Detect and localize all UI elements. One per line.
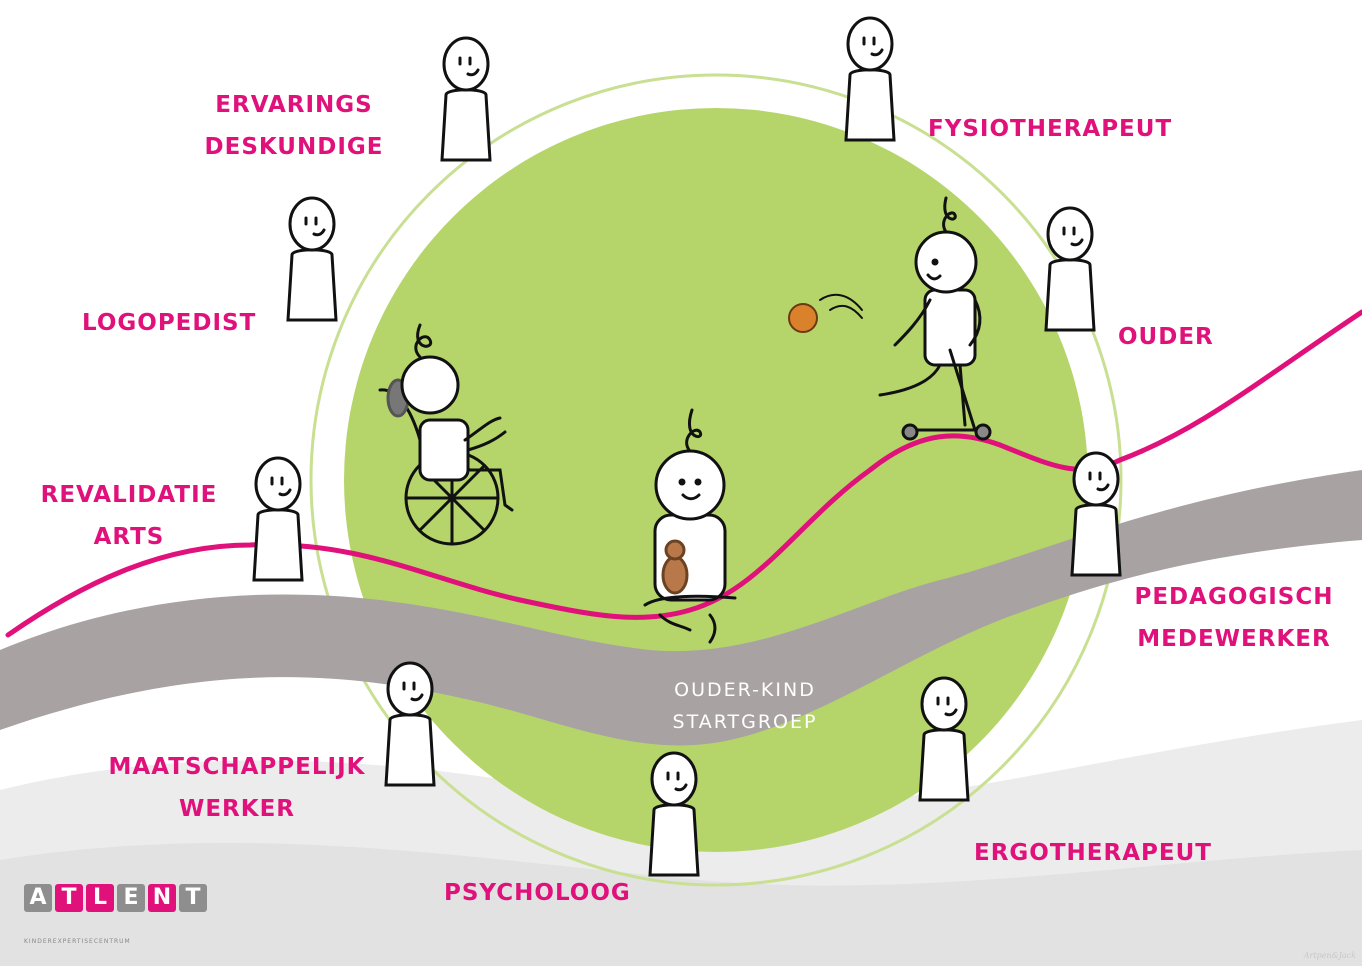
child-scooter-figure — [819, 196, 992, 441]
figure-psycholoog — [648, 751, 700, 877]
logo-letter: N — [148, 884, 176, 912]
life-line — [5, 309, 1362, 638]
label-revalidatiearts: REVALIDATIE ARTS — [40, 482, 218, 550]
child-wheelchair-figure — [378, 323, 514, 546]
figure-ouder — [1044, 206, 1096, 332]
label-ergotherapeut: ERGOTHERAPEUT — [974, 840, 1212, 866]
logo-letter: E — [117, 884, 145, 912]
figure-pedagogisch-medewerker — [1070, 451, 1122, 577]
figure-maatschappelijk-werker — [384, 661, 436, 787]
label-pedagogisch-medewerker: PEDAGOGISCH MEDEWERKER — [1134, 584, 1334, 652]
label-psycholoog: PSYCHOLOOG — [444, 880, 631, 906]
logo-letter: A — [24, 884, 52, 912]
professional-figures — [252, 16, 1122, 877]
startgroep-label: OUDER-KIND STARTGROEP — [672, 679, 818, 733]
figure-ervaringsdeskundige — [440, 36, 492, 162]
figure-ergotherapeut — [918, 676, 970, 802]
road — [0, 470, 1362, 746]
figure-revalidatiearts — [252, 456, 304, 582]
label-ouder: OUDER — [1118, 324, 1214, 350]
logo-subtitle: KINDEREXPERTISECENTRUM — [24, 938, 131, 945]
figure-logopedist — [286, 196, 338, 322]
ground-grey — [0, 842, 1362, 966]
ball-icon — [788, 303, 818, 333]
label-fysiotherapeut: FYSIOTHERAPEUT — [928, 116, 1173, 142]
label-logopedist: LOGOPEDIST — [82, 310, 257, 336]
logo-letter: T — [55, 884, 83, 912]
artist-credit: Artpen&Jack — [1303, 951, 1356, 960]
child-teddy-figure — [643, 408, 737, 644]
logo-letter: T — [179, 884, 207, 912]
label-ervaringsdeskundige: ERVARINGS DESKUNDIGE — [204, 92, 384, 160]
figure-fysiotherapeut — [844, 16, 896, 142]
team-ring — [309, 73, 1123, 887]
label-maatschappelijk-werker: MAATSCHAPPELIJK WERKER — [108, 754, 366, 822]
logo-letter: L — [86, 884, 114, 912]
